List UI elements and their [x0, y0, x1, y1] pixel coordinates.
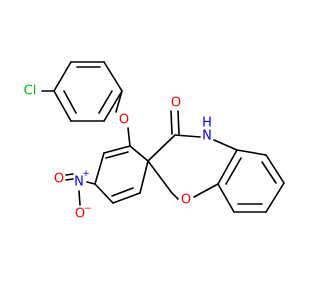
- nitro-o-charge: −: [84, 204, 92, 214]
- amide-h-atom: H: [202, 116, 212, 131]
- nitro-o-top-bond-b: [65, 178, 74, 181]
- carbonyl-oxygen-atom: O: [171, 96, 181, 111]
- chlorine-atom: Cl: [24, 84, 37, 99]
- amide-bond: [174, 134, 201, 138]
- amide-n-atom: N: [202, 129, 212, 144]
- ring-oxygen-bond-left-2: [171, 192, 179, 200]
- ring-oxygen-bond-left: [147, 160, 173, 194]
- nitro-o-top-atom: O: [54, 172, 64, 187]
- nitro-o-bottom-bond: [78, 190, 81, 206]
- nitro-bond: [86, 181, 96, 185]
- ether-bond-left: [115, 90, 123, 113]
- ring-oxygen-bond-right: [193, 183, 219, 198]
- ring-oxygen-atom: O: [181, 193, 191, 208]
- nitro-ring: [94, 145, 149, 204]
- ether-bond-right: [127, 127, 131, 147]
- chlorophenyl-ring: [53, 61, 123, 122]
- nitro-n-atom: N: [74, 175, 84, 190]
- nitro-n-charge: +: [82, 169, 90, 179]
- molecule-structure: Cl O O H N O N + O: [24, 61, 285, 222]
- benzo-ring: [213, 139, 285, 213]
- carbonyl-double-bond-b: [177, 110, 180, 135]
- carbonyl-bond-to-ring: [147, 134, 176, 162]
- nitro-o-top-bond-a: [65, 173, 74, 176]
- carbonyl-double-bond-a: [170, 110, 173, 135]
- ether-oxygen-atom: O: [119, 113, 129, 128]
- nitro-o-bottom-atom: O: [75, 207, 85, 222]
